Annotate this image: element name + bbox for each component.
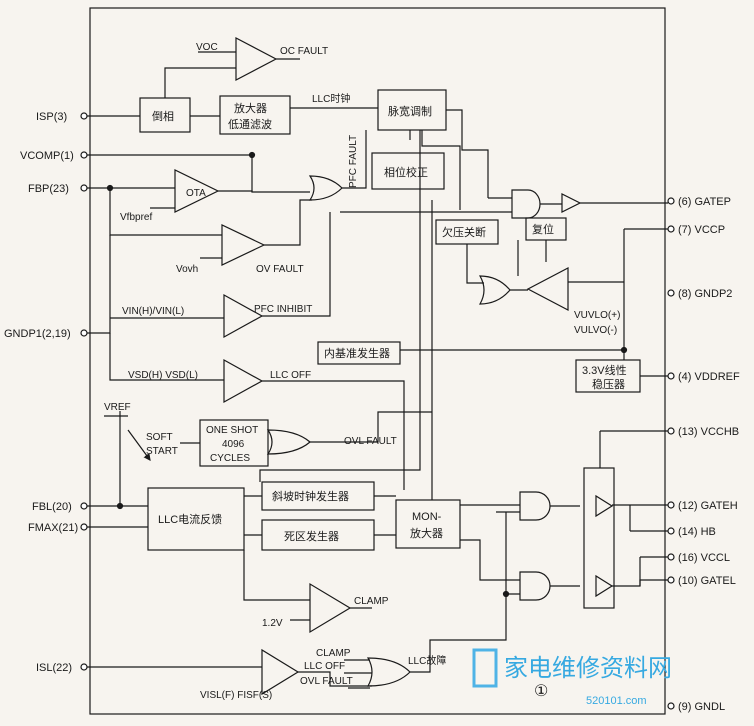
ovl-fault2-label: OVL FAULT	[300, 676, 353, 687]
pin-vccl-label: (16) VCCL	[678, 552, 730, 564]
visl-label: VISL(F) FISF(S)	[200, 690, 272, 701]
pin-gateh-label: (12) GATEH	[678, 500, 738, 512]
llc-fault-or-gate	[366, 657, 411, 687]
ov-fault-comparator	[221, 224, 266, 266]
soft-label: SOFT	[146, 432, 173, 443]
logo-url: 520101.com	[586, 695, 647, 707]
llc-clock-label: LLC时钟	[312, 92, 350, 105]
vovh-label: Vovh	[176, 264, 198, 275]
ota-label: OTA	[186, 188, 206, 199]
vsd-label: VSD(H) VSD(L)	[128, 370, 198, 381]
amp-block-label: 放大器	[234, 101, 267, 115]
llc-feedback-label: LLC电流反馈	[158, 512, 222, 526]
pin-vccp-label: (7) VCCP	[678, 224, 725, 236]
pwm-block-label: 脉宽调制	[388, 104, 432, 118]
pin-gndl-label: (9) GNDL	[678, 701, 725, 713]
pfc-fault-label: PFC FAULT	[348, 135, 359, 188]
gateh-and-gate	[519, 491, 551, 521]
voc-label: VOC	[196, 42, 218, 53]
ldo-block-label-2: 稳压器	[592, 377, 625, 391]
llc-current-feedback-block	[147, 487, 245, 551]
ramp-clock-label: 斜坡时钟发生器	[272, 489, 349, 503]
pin-gndp2-label: (8) GNDP2	[678, 288, 732, 300]
pin-isp-label: ISP(3)	[36, 111, 67, 123]
one-shot-label-1: ONE SHOT	[206, 425, 258, 436]
pin-vcchb-label: (13) VCCHB	[678, 426, 739, 438]
lpf-block-label: 低通滤波	[228, 118, 272, 131]
vref-label: VREF	[104, 402, 131, 413]
left-pin-terminals	[80, 112, 88, 671]
pin-isl-label: ISL(22)	[36, 662, 72, 674]
gatep-driver	[561, 193, 582, 213]
gatel-driver	[595, 574, 614, 598]
gateh-driver	[595, 494, 614, 518]
one-shot-label-3: CYCLES	[210, 453, 250, 464]
amp-lpf-block	[219, 95, 291, 135]
pin-gatel-label: (10) GATEL	[678, 575, 736, 587]
pfc-fault-or-gate	[308, 175, 343, 201]
pin-gatep-label: (6) GATEP	[678, 196, 731, 208]
ref-gen-block-label: 内基准发生器	[324, 346, 390, 360]
pin-fmax-label: FMAX(21)	[28, 522, 78, 534]
ov-fault-label: OV FAULT	[256, 264, 304, 275]
dead-time-label: 死区发生器	[284, 529, 339, 543]
llc-fault-label: LLC故障	[408, 654, 446, 667]
oc-fault-comparator	[235, 37, 278, 81]
mon-label-1: MON-	[412, 511, 442, 523]
site-logo: 家电维修资料网 520101.com	[472, 648, 672, 707]
pfc-inhibit-comparator	[223, 293, 264, 339]
invert-block-label: 倒相	[152, 110, 174, 123]
pin-gndp1-label: GNDP1(2,19)	[4, 328, 71, 340]
ota-amplifier	[174, 169, 220, 213]
vfbpref-label: Vfbpref	[120, 212, 152, 223]
vin-label: VIN(H)/VIN(L)	[122, 306, 184, 317]
gatep-and-gate	[511, 189, 541, 219]
pfc-inhibit-label: PFC INHIBIT	[254, 304, 312, 315]
llc-off-comparator	[223, 358, 264, 404]
llc-off2-label: LLC OFF	[304, 661, 345, 672]
uvlo-block-label: 欠压关断	[442, 225, 486, 239]
circle-1-label: ①	[534, 683, 548, 700]
vuvlo-plus-label: VUVLO(+)	[574, 310, 620, 321]
ldo-block-label-1: 3.3V线性	[582, 363, 627, 377]
pin-fbl-label: FBL(20)	[32, 501, 72, 513]
pin-vcomp-label: VCOMP(1)	[20, 150, 74, 162]
pin-vddref-label: (4) VDDREF	[678, 371, 740, 383]
logo-text: 家电维修资料网	[504, 655, 672, 682]
v12-label: 1.2V	[262, 618, 283, 629]
uvlo-or-gate	[478, 275, 511, 305]
mon-amplifier-block	[395, 499, 461, 549]
clamp-label: CLAMP	[354, 596, 389, 607]
ovl-fault-comparator	[261, 648, 300, 696]
chip-outline	[89, 7, 666, 715]
pin-fbp-label: FBP(23)	[28, 183, 69, 195]
start-label: START	[146, 446, 178, 457]
oc-fault-label: OC FAULT	[280, 46, 328, 57]
uvlo-comparator	[526, 267, 569, 311]
vulvo-minus-label: VULVO(-)	[574, 325, 617, 336]
gate-driver-stage	[583, 467, 615, 609]
ovl-fault-label: OVL FAULT	[344, 436, 397, 447]
clamp-comparator	[309, 582, 352, 634]
pin-hb-label: (14) HB	[678, 526, 716, 538]
llc-off-label: LLC OFF	[270, 370, 311, 381]
gatel-and-gate	[519, 571, 551, 601]
right-pin-terminals	[667, 197, 675, 710]
mon-label-2: 放大器	[410, 526, 443, 540]
clamp2-label: CLAMP	[316, 648, 351, 659]
ovl-fault-or-gate	[266, 429, 311, 455]
reset-block-label: 复位	[532, 222, 554, 236]
phase-block-label: 相位校正	[384, 165, 428, 179]
ref-generator-block	[317, 341, 401, 365]
one-shot-label-2: 4096	[222, 439, 245, 450]
phase-correction-block	[371, 152, 445, 190]
